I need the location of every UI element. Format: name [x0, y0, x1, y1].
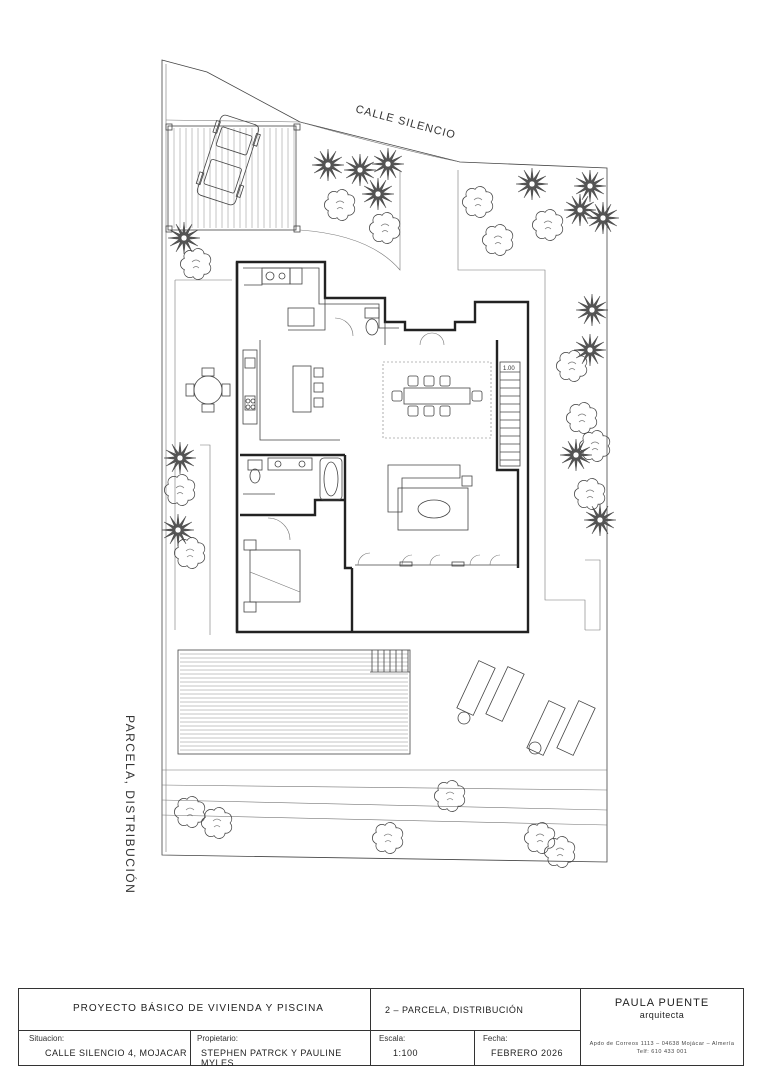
tree-icon: [524, 822, 556, 854]
terrace-lines: [161, 769, 608, 826]
tree-icon: [566, 402, 598, 434]
propietario-value: STEPHEN PATRCK Y PAULINE MYLES: [201, 1048, 342, 1068]
tree-icon: [579, 430, 611, 462]
palm-tree-icon: [161, 513, 195, 547]
palm-tree-icon: [573, 333, 607, 367]
palm-tree-icon: [575, 293, 609, 327]
escala-label: Escala:: [379, 1034, 406, 1043]
trees: [164, 186, 611, 868]
palm-tree-icon: [583, 503, 617, 537]
palm-tree-icon: [361, 177, 395, 211]
tree-icon: [324, 189, 356, 221]
tree-icon: [180, 248, 212, 280]
palm-tree-icon: [559, 438, 593, 472]
tree-icon: [462, 186, 494, 218]
architect-address: Apdo de Correos 1113 – 04638 Mojácar – A…: [589, 1041, 735, 1047]
tree-icon: [434, 780, 466, 812]
street-label: CALLE SILENCIO: [354, 103, 457, 141]
carport: [165, 123, 301, 233]
palm-tree-icon: [573, 169, 607, 203]
escala-value: 1:100: [393, 1048, 419, 1058]
living-sofa: [387, 464, 473, 531]
site-plan-drawing: CALLE SILENCIO PARCELA, DISTRIBUCIÓN: [123, 59, 620, 894]
propietario-label: Propietario:: [197, 1034, 238, 1043]
staircase: 1.00: [499, 361, 521, 467]
kitchen-island: [292, 365, 324, 413]
tree-icon: [369, 212, 401, 244]
outdoor-table: [185, 367, 231, 413]
car: [195, 114, 261, 206]
bathroom: [243, 457, 343, 501]
palm-tree-icon: [343, 153, 377, 187]
plan-title-label: PARCELA, DISTRIBUCIÓN: [123, 715, 138, 894]
situacion-value: CALLE SILENCIO 4, MOJACAR: [45, 1048, 188, 1058]
kitchen: [242, 267, 315, 425]
tree-icon: [556, 350, 588, 382]
palm-tree-icon: [163, 441, 197, 475]
bedroom: [243, 517, 301, 613]
palm-tree-icon: [311, 148, 345, 182]
tree-icon: [574, 478, 606, 510]
project-title: PROYECTO BÁSICO DE VIVIENDA Y PISCINA: [73, 1003, 324, 1014]
living-glazing: [357, 552, 501, 567]
fecha-label: Fecha:: [483, 1034, 508, 1043]
architect-phone: Telf: 610 433 001: [636, 1049, 688, 1055]
fecha-value: FEBRERO 2026: [491, 1048, 564, 1058]
dining-area: [382, 361, 492, 439]
architect-cell: PAULA PUENTE arquitecta Apdo de Correos …: [581, 989, 743, 1065]
tree-icon: [201, 807, 233, 839]
stair-label: 1.00: [503, 366, 515, 372]
tree-icon: [164, 474, 196, 506]
situacion-cell: Situacion: CALLE SILENCIO 4, MOJACAR: [19, 1031, 191, 1065]
project-title-cell: PROYECTO BÁSICO DE VIVIENDA Y PISCINA: [19, 989, 371, 1031]
propietario-cell: Propietario: STEPHEN PATRCK Y PAULINE MY…: [191, 1031, 371, 1068]
tree-icon: [174, 537, 206, 569]
palm-tree-icon: [563, 193, 597, 227]
tree-icon: [372, 822, 404, 854]
drawing-title: 2 – PARCELA, DISTRIBUCIÓN: [385, 1005, 524, 1015]
house-walls: [235, 260, 530, 634]
palm-trees: [161, 147, 620, 547]
palm-tree-icon: [167, 221, 201, 255]
palm-tree-icon: [515, 167, 549, 201]
sun-loungers: [456, 660, 596, 756]
garden-paths: [174, 170, 601, 635]
palm-tree-icon: [586, 201, 620, 235]
swimming-pool: [177, 649, 411, 755]
guest-toilet: [334, 307, 445, 346]
drawing-title-cell: 2 – PARCELA, DISTRIBUCIÓN: [371, 989, 581, 1031]
fecha-cell: Fecha: FEBRERO 2026: [475, 1031, 581, 1065]
tree-icon: [482, 224, 514, 256]
tree-icon: [174, 796, 206, 828]
tree-icon: [544, 836, 576, 868]
tree-icon: [532, 209, 564, 241]
title-block: PROYECTO BÁSICO DE VIVIENDA Y PISCINA 2 …: [18, 988, 744, 1068]
situacion-label: Situacion:: [29, 1034, 65, 1043]
palm-tree-icon: [371, 147, 405, 181]
architect-role: arquitecta: [639, 1010, 685, 1020]
architect-name: PAULA PUENTE: [614, 997, 710, 1009]
escala-cell: Escala: 1:100: [371, 1031, 475, 1065]
